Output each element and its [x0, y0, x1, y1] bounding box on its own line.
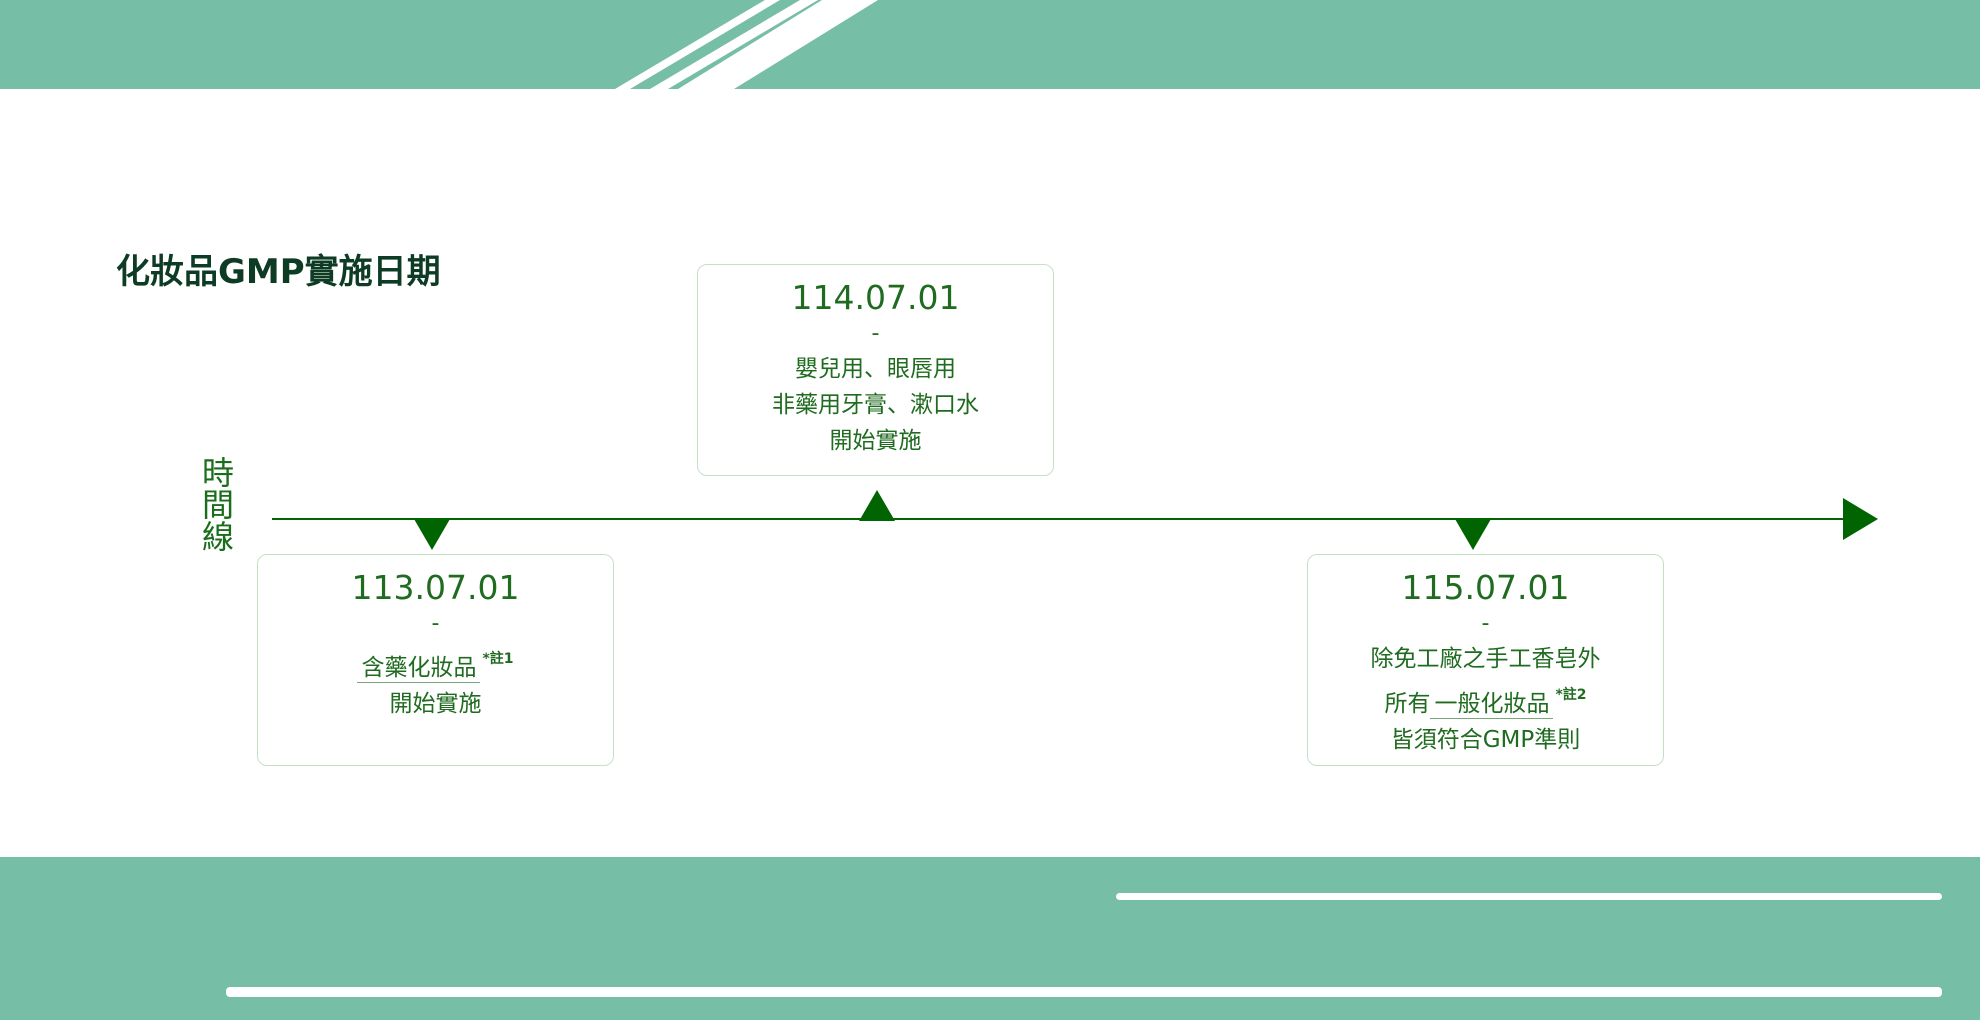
milestone-line: 含藥化妝品*註1 [258, 641, 613, 686]
milestone-dash: - [431, 611, 440, 636]
milestone-underlined-text: 一般化妝品 [1430, 691, 1554, 719]
decor-line-top [1116, 893, 1942, 900]
milestone-1-marker [414, 519, 450, 550]
diagonal-stripes [615, 0, 878, 89]
milestone-line: 所有一般化妝品*註2 [1308, 677, 1663, 722]
milestone-line: 開始實施 [389, 691, 482, 717]
milestone-dash: - [1481, 611, 1490, 636]
milestone-prefix-text: 所有 [1384, 691, 1431, 717]
milestone-date: 113.07.01 [351, 568, 520, 607]
milestone-2-marker [859, 490, 895, 521]
milestone-date: 115.07.01 [1401, 568, 1570, 607]
milestone-line: 非藥用牙膏、漱口水 [772, 392, 979, 418]
milestone-line: 開始實施 [829, 428, 922, 454]
milestone-card-1: 113.07.01 - 含藥化妝品*註1 開始實施 [257, 554, 614, 766]
milestone-underlined-text: 含藥化妝品 [357, 655, 481, 683]
footnote-ref: *註2 [1555, 687, 1587, 703]
milestone-dash: - [871, 321, 880, 346]
top-decor-band [0, 0, 1980, 89]
milestone-3-marker [1455, 519, 1491, 550]
milestone-card-2: 114.07.01 - 嬰兒用、眼唇用 非藥用牙膏、漱口水 開始實施 [697, 264, 1054, 476]
milestone-date: 114.07.01 [791, 278, 960, 317]
page-title: 化妝品GMP實施日期 [116, 252, 441, 292]
bottom-decor-band [0, 857, 1980, 1020]
decor-line-bottom [226, 987, 1942, 997]
milestone-line: 皆須符合GMP準則 [1390, 727, 1581, 753]
milestone-line: 嬰兒用、眼唇用 [795, 356, 956, 382]
milestone-card-3: 115.07.01 - 除免工廠之手工香皂外 所有一般化妝品*註2 皆須符合GM… [1307, 554, 1664, 766]
milestone-line: 除免工廠之手工香皂外 [1370, 646, 1601, 672]
footnote-ref: *註1 [482, 651, 514, 667]
timeline-axis-label: 時間線 [197, 456, 235, 552]
timeline-arrowhead [1843, 498, 1878, 540]
